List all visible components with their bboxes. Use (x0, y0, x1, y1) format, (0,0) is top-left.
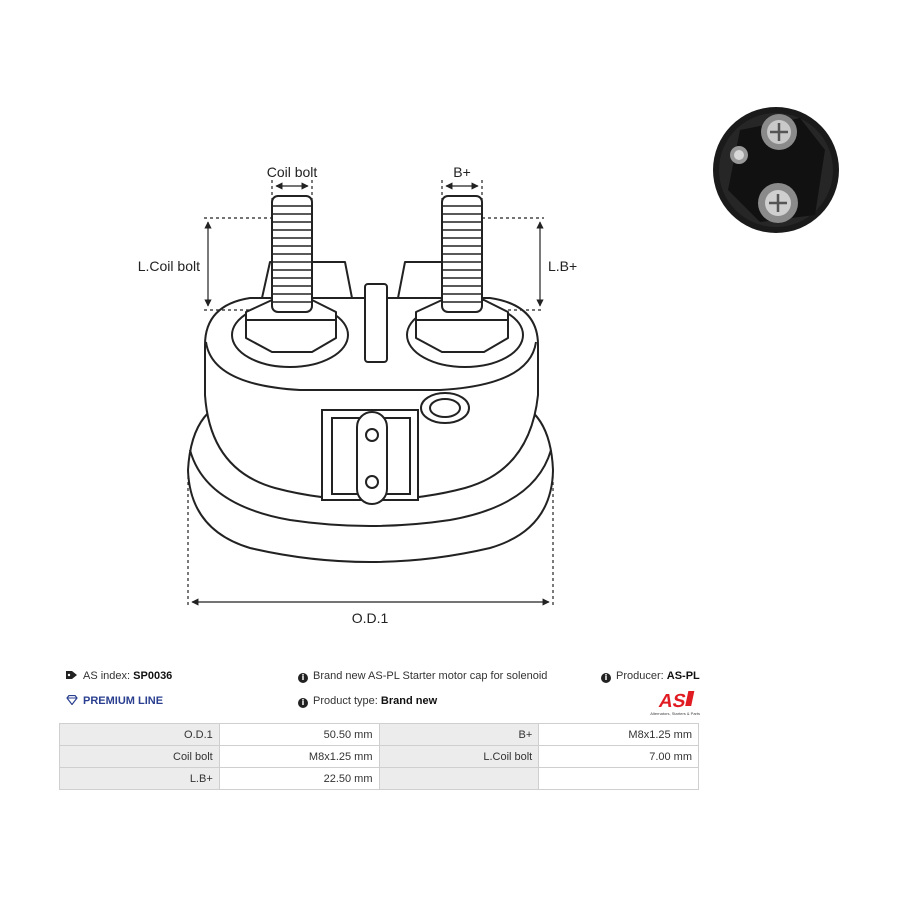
dimension-lines (187, 180, 554, 606)
table-row: Coil bolt M8x1.25 mm L.Coil bolt 7.00 mm (59, 745, 699, 768)
premium-line: PREMIUM LINE (66, 695, 163, 707)
spec-value: M8x1.25 mm (538, 723, 699, 746)
spec-value: 50.50 mm (218, 723, 380, 746)
info-icon: i (601, 673, 611, 683)
diamond-icon (66, 695, 78, 705)
spec-key (378, 767, 540, 790)
spec-value: 7.00 mm (538, 745, 699, 768)
bolt-threads (272, 205, 482, 303)
description-text: Brand new AS-PL Starter motor cap for so… (313, 670, 548, 682)
as-pl-logo: AS Alternators, Starters & Parts (650, 691, 700, 716)
spec-value: M8x1.25 mm (218, 745, 380, 768)
spec-key: B+ (378, 723, 540, 746)
product-type: i Product type: Brand new (298, 695, 437, 708)
logo-text: AS (657, 691, 688, 712)
spec-table: O.D.1 50.50 mm B+ M8x1.25 mm Coil bolt M… (59, 723, 699, 790)
spec-key: Coil bolt (59, 745, 220, 768)
label-b-plus: B+ (453, 164, 471, 180)
table-row: O.D.1 50.50 mm B+ M8x1.25 mm (59, 723, 699, 746)
spec-key: L.Coil bolt (378, 745, 540, 768)
label-l-coil-bolt: L.Coil bolt (138, 258, 200, 274)
solenoid-cap-drawing (187, 195, 554, 563)
producer-label: Producer: (616, 670, 664, 682)
info-icon: i (298, 673, 308, 683)
spec-key: O.D.1 (59, 723, 220, 746)
connector-bracket (321, 392, 470, 505)
premium-line-label: PREMIUM LINE (83, 695, 164, 707)
spec-value: 22.50 mm (218, 767, 380, 790)
table-row: L.B+ 22.50 mm (59, 767, 699, 790)
technical-drawing: Coil bolt B+ L.Coil bolt L.B+ O.D.1 (138, 107, 839, 626)
label-coil-bolt: Coil bolt (267, 164, 318, 180)
info-icon: i (298, 698, 308, 708)
product-type-label: Product type: (313, 695, 378, 707)
producer-value: AS-PL (666, 670, 700, 682)
spec-key: L.B+ (59, 767, 220, 790)
spec-value (538, 767, 699, 790)
as-index-value: SP0036 (133, 670, 173, 682)
label-od1: O.D.1 (352, 610, 389, 626)
label-l-b-plus: L.B+ (548, 258, 577, 274)
description: i Brand new AS-PL Starter motor cap for s… (298, 670, 547, 683)
as-index: AS index: SP0036 (66, 670, 172, 682)
tag-icon (66, 671, 77, 679)
product-type-value: Brand new (380, 695, 438, 707)
producer: i Producer: AS-PL (601, 670, 700, 683)
product-photo (713, 107, 839, 233)
logo-subtext: Alternators, Starters & Parts (650, 711, 700, 716)
as-index-label: AS index: (83, 670, 131, 682)
